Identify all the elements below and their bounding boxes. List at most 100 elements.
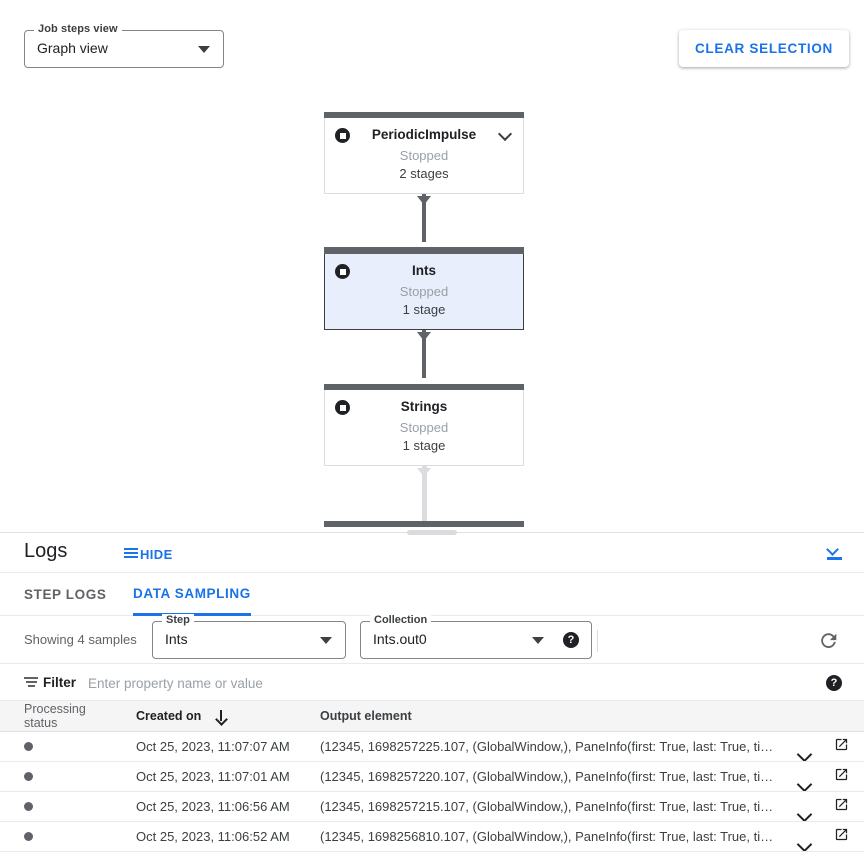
logs-tabs: STEP LOGS DATA SAMPLING — [0, 573, 864, 616]
logs-panel: Logs HIDE STEP LOGS DATA SAMPLING Showin… — [0, 530, 864, 856]
node-stages: 2 stages — [399, 166, 449, 181]
help-icon[interactable]: ? — [563, 632, 579, 648]
tab-step-logs[interactable]: STEP LOGS — [24, 587, 107, 602]
column-header-created-on-label: Created on — [136, 708, 202, 723]
stop-icon — [335, 400, 350, 415]
logs-header: Logs HIDE — [0, 533, 864, 573]
cell-processing-status — [0, 821, 128, 852]
cell-open[interactable] — [826, 731, 864, 762]
cell-created-on: Oct 25, 2023, 11:07:01 AM — [128, 761, 312, 792]
cell-expand[interactable] — [788, 761, 826, 792]
cell-output-element: (12345, 1698256810.107, (GlobalWindow,),… — [312, 821, 788, 852]
graph-edge-arrow — [417, 468, 431, 477]
node-top-bar — [324, 112, 524, 118]
open-in-new-icon[interactable] — [834, 798, 849, 815]
help-icon[interactable]: ? — [826, 675, 842, 691]
graph-node-periodicimpulse[interactable]: PeriodicImpulse Stopped 2 stages — [324, 112, 524, 194]
node-top-bar — [324, 247, 524, 254]
table-row[interactable]: Oct 25, 2023, 11:06:52 AM (12345, 169825… — [0, 821, 864, 852]
cell-output-element: (12345, 1698257225.107, (GlobalWindow,),… — [312, 731, 788, 762]
column-header-processing-status[interactable]: Processing status — [0, 701, 128, 732]
collapse-down-icon[interactable] — [824, 543, 846, 565]
panel-resize-handle[interactable] — [407, 530, 457, 535]
showing-samples-text: Showing 4 samples — [24, 632, 137, 647]
stop-icon — [335, 264, 350, 279]
clear-selection-button[interactable]: CLEAR SELECTION — [678, 30, 849, 67]
job-steps-view-select[interactable]: Job steps view Graph view — [24, 23, 224, 68]
graph-pane: Job steps view Graph view CLEAR SELECTIO… — [0, 0, 864, 532]
open-in-new-icon[interactable] — [834, 828, 849, 845]
graph-edge — [422, 330, 426, 378]
filter-input[interactable] — [86, 672, 786, 694]
tab-data-sampling[interactable]: DATA SAMPLING — [133, 573, 251, 616]
node-stages: 1 stage — [402, 302, 446, 317]
list-lines-icon — [124, 548, 138, 560]
column-header-created-on[interactable]: Created on — [128, 701, 312, 732]
cell-expand[interactable] — [788, 791, 826, 822]
node-status: Stopped — [399, 420, 449, 435]
chevron-down-icon — [198, 46, 210, 53]
graph-edge-arrow — [417, 196, 431, 205]
cell-open[interactable] — [826, 791, 864, 822]
step-select-value: Ints — [165, 631, 188, 647]
chevron-down-icon — [532, 637, 544, 644]
cell-processing-status — [0, 791, 128, 822]
filter-bar: Filter ? — [0, 664, 864, 701]
cell-output-element: (12345, 1698257220.107, (GlobalWindow,),… — [312, 761, 788, 792]
job-steps-view-value: Graph view — [37, 40, 108, 56]
cell-open[interactable] — [826, 821, 864, 852]
table-row[interactable]: Oct 25, 2023, 11:06:56 AM (12345, 169825… — [0, 791, 864, 822]
node-top-bar — [324, 384, 524, 390]
sort-descending-icon — [215, 709, 227, 722]
step-select[interactable]: Step Ints — [152, 614, 346, 659]
toolbar-divider — [597, 630, 598, 652]
refresh-icon[interactable] — [818, 630, 840, 652]
status-dot-icon — [24, 831, 33, 841]
job-steps-view-label: Job steps view — [34, 23, 122, 35]
column-header-expand — [788, 701, 826, 732]
chevron-down-icon[interactable] — [499, 127, 513, 141]
node-status: Stopped — [399, 148, 449, 163]
chevron-down-icon — [320, 637, 332, 644]
cell-open[interactable] — [826, 761, 864, 792]
table-row[interactable]: Oct 25, 2023, 11:07:01 AM (12345, 169825… — [0, 761, 864, 792]
node-title: PeriodicImpulse — [371, 127, 477, 142]
table-body: Oct 25, 2023, 11:07:07 AM (12345, 169825… — [0, 731, 864, 852]
column-header-open — [826, 701, 864, 732]
stop-icon — [335, 128, 350, 143]
graph-node-ints[interactable]: Ints Stopped 1 stage — [324, 247, 524, 330]
cell-output-element: (12345, 1698257215.107, (GlobalWindow,),… — [312, 791, 788, 822]
graph-edge-arrow — [417, 332, 431, 341]
table-row[interactable]: Oct 25, 2023, 11:07:07 AM (12345, 169825… — [0, 731, 864, 762]
graph-node-strings[interactable]: Strings Stopped 1 stage — [324, 384, 524, 466]
graph-edge — [422, 466, 427, 524]
open-in-new-icon[interactable] — [834, 738, 849, 755]
hide-logs-button[interactable]: HIDE — [124, 545, 173, 563]
sampling-toolbar: Showing 4 samples Step Ints Collection I… — [0, 614, 864, 664]
filter-label: Filter — [43, 675, 77, 690]
node-title: Strings — [400, 399, 448, 414]
open-in-new-icon[interactable] — [834, 768, 849, 785]
status-dot-icon — [24, 741, 33, 751]
status-dot-icon — [24, 771, 33, 781]
cell-expand[interactable] — [788, 821, 826, 852]
hide-logs-label: HIDE — [140, 546, 173, 562]
graph-node-partial-topbar — [324, 521, 524, 527]
node-status: Stopped — [399, 284, 449, 299]
cell-expand[interactable] — [788, 731, 826, 762]
node-title: Ints — [411, 263, 436, 278]
cell-processing-status — [0, 761, 128, 792]
logs-title: Logs — [24, 540, 68, 562]
cell-created-on: Oct 25, 2023, 11:06:52 AM — [128, 821, 312, 852]
filter-list-icon — [24, 677, 38, 688]
collection-select[interactable]: Collection Ints.out0 ? — [360, 614, 592, 659]
data-sampling-table: Processing status Created on Output elem… — [0, 701, 864, 852]
column-header-output-element[interactable]: Output element — [312, 701, 788, 732]
cell-created-on: Oct 25, 2023, 11:07:07 AM — [128, 731, 312, 762]
graph-edge — [422, 194, 426, 242]
node-stages: 1 stage — [402, 438, 446, 453]
cell-processing-status — [0, 731, 128, 762]
table-header-row: Processing status Created on Output elem… — [0, 701, 864, 732]
collection-select-value: Ints.out0 — [373, 631, 427, 647]
